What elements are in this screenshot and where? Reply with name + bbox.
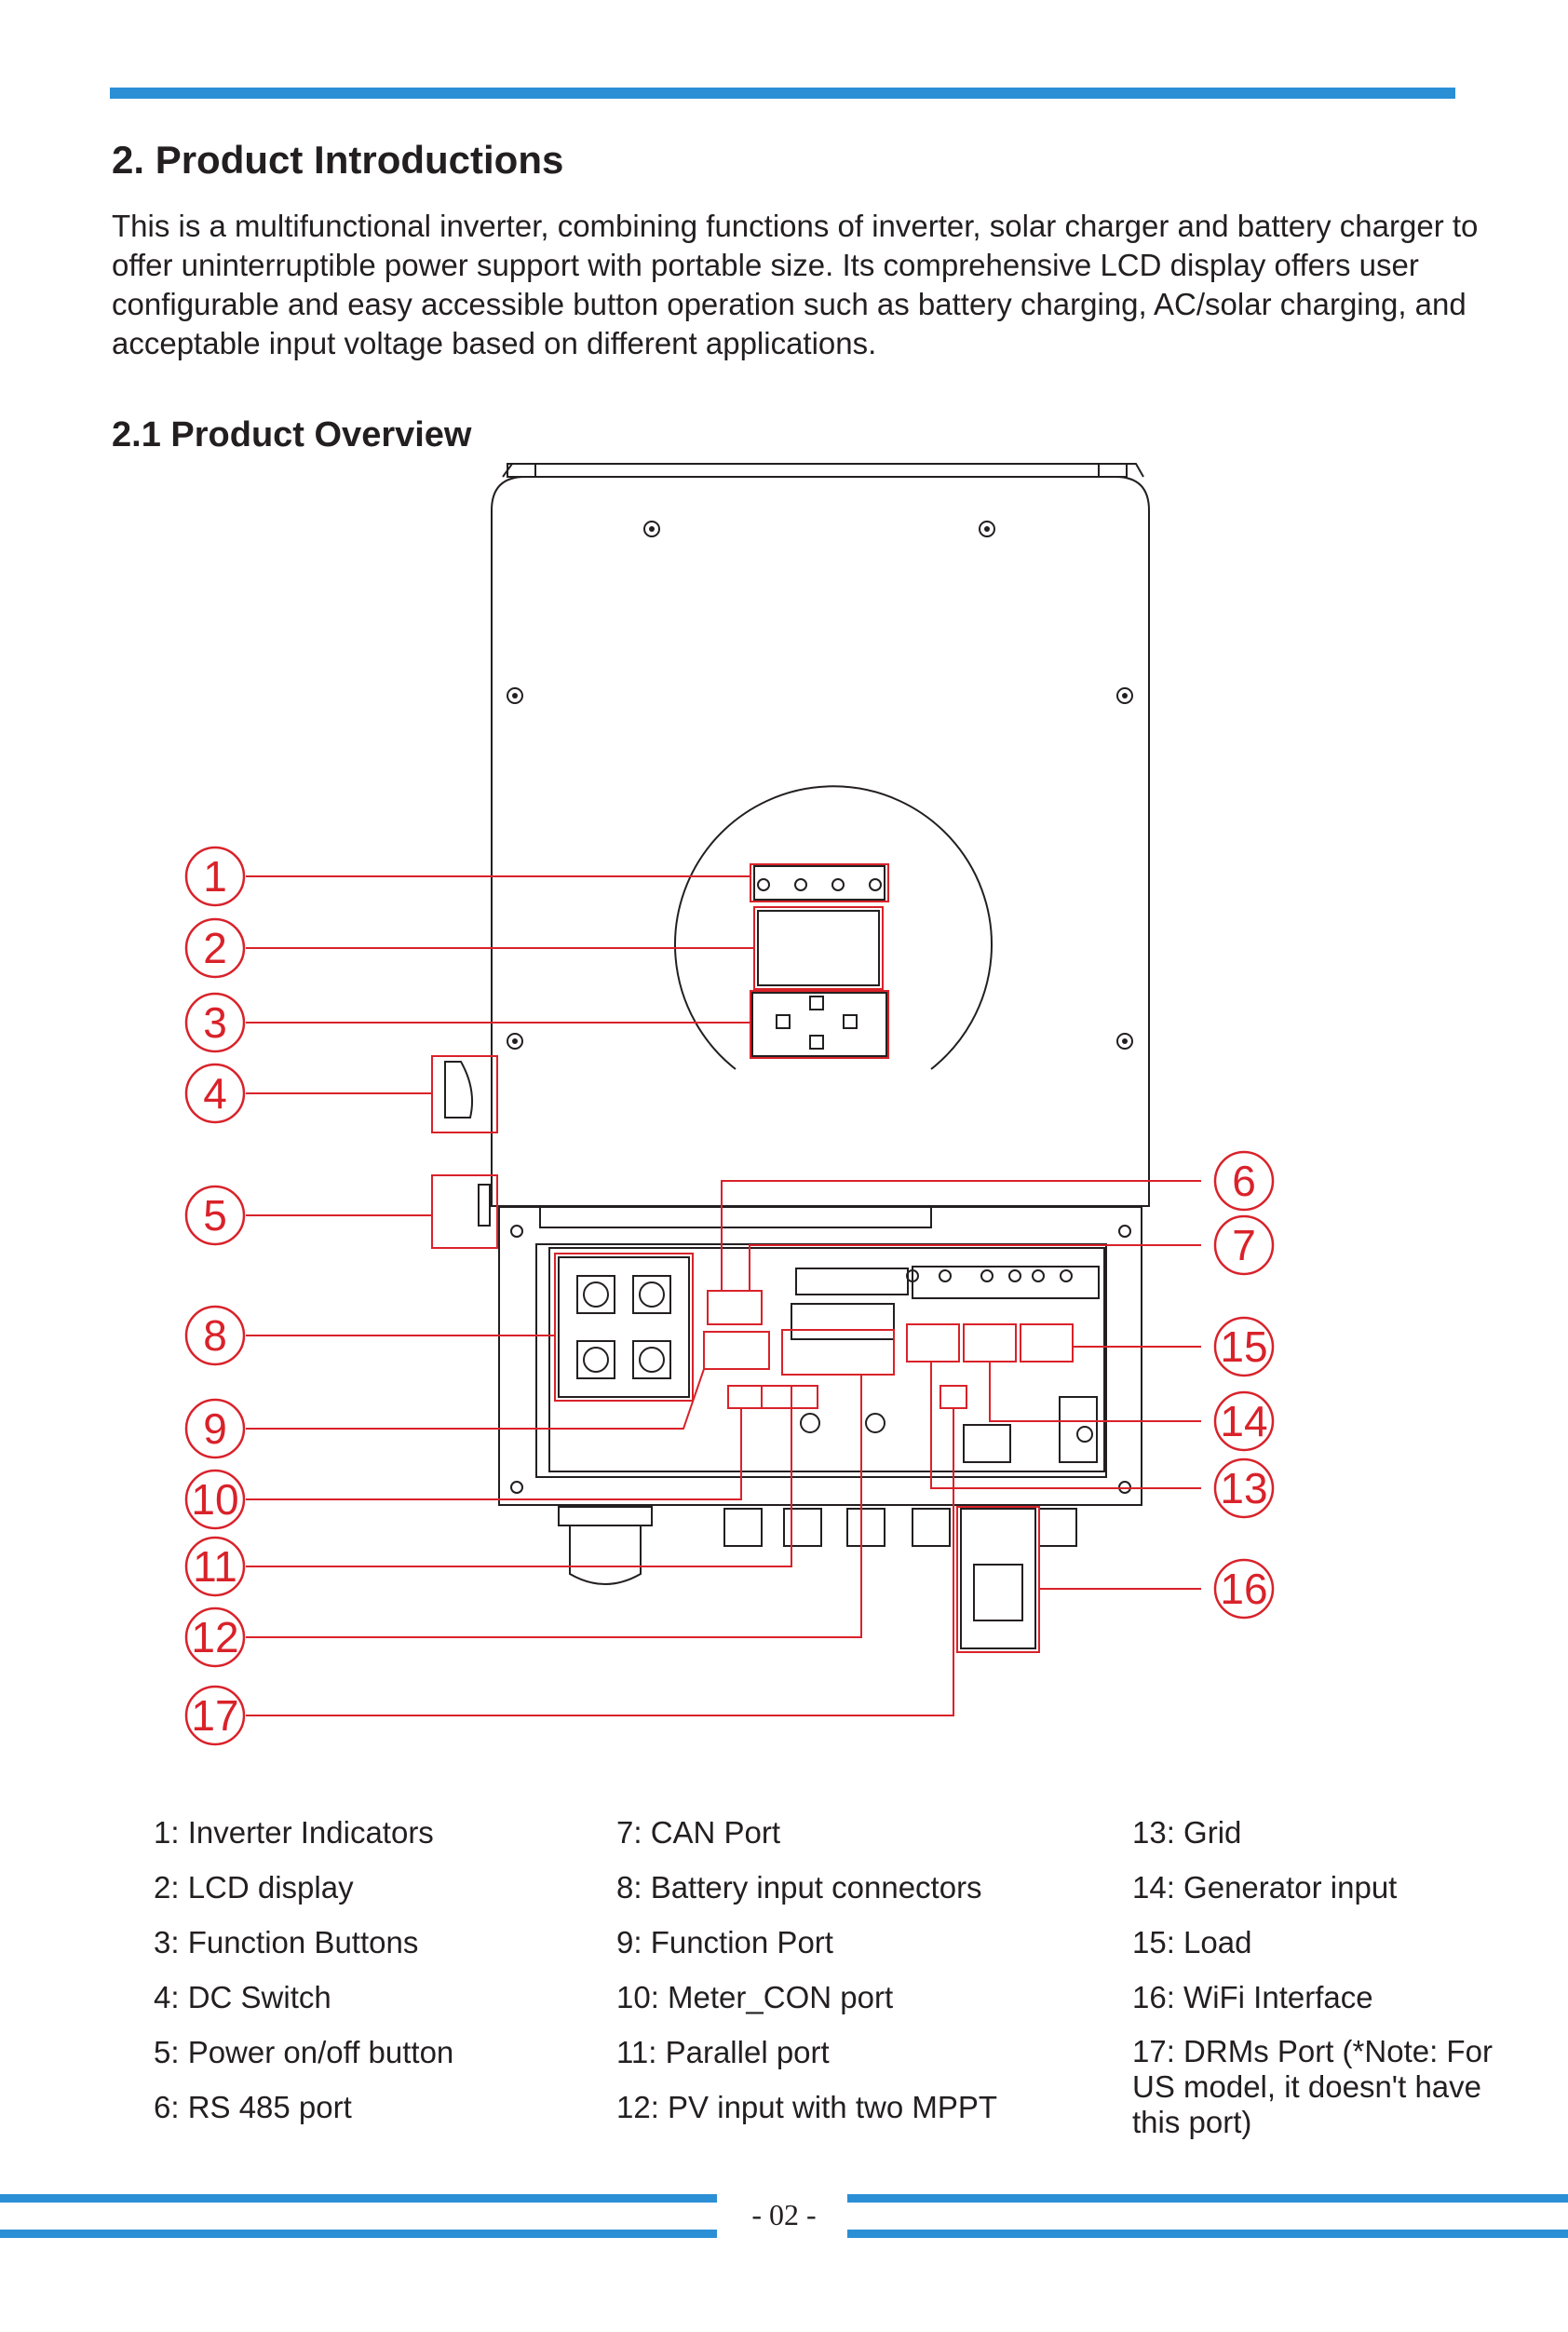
callout-17: 17 bbox=[191, 1691, 238, 1740]
callout-4: 4 bbox=[203, 1069, 227, 1118]
callout-1: 1 bbox=[203, 852, 227, 901]
callout-14: 14 bbox=[1220, 1397, 1267, 1445]
callout-12: 12 bbox=[191, 1613, 238, 1661]
callout-10: 10 bbox=[191, 1475, 238, 1524]
callout-15: 15 bbox=[1220, 1322, 1267, 1371]
legend-item: 16: WiFi Interface bbox=[1132, 1980, 1373, 2014]
legend-item: 17: DRMs Port (*Note: For US model, it d… bbox=[1132, 2034, 1493, 2139]
legend-item: 12: PV input with two MPPT bbox=[616, 2090, 998, 2124]
legend-item: 5: Power on/off button bbox=[154, 2035, 454, 2069]
legend-item: 8: Battery input connectors bbox=[616, 1870, 982, 1905]
footer-rule-right-top bbox=[847, 2194, 1568, 2203]
subsection-title: 2.1 Product Overview bbox=[112, 415, 472, 454]
page-number: - 02 - bbox=[751, 2198, 817, 2231]
header-rule bbox=[110, 88, 1455, 99]
legend-item: 2: LCD display bbox=[154, 1870, 354, 1905]
callout-2: 2 bbox=[203, 924, 227, 972]
legend-column-2: 7: CAN Port 8: Battery input connectors … bbox=[616, 1814, 997, 2144]
legend-item: 13: Grid bbox=[1132, 1815, 1242, 1850]
footer-rule-left-top bbox=[0, 2194, 717, 2203]
legend-item: 10: Meter_CON port bbox=[616, 1980, 894, 2014]
footer-rule-right-bottom bbox=[847, 2230, 1568, 2238]
legend-item: 14: Generator input bbox=[1132, 1870, 1398, 1905]
legend-item: 1: Inverter Indicators bbox=[154, 1815, 434, 1850]
legend-item: 15: Load bbox=[1132, 1925, 1252, 1959]
legend-column-3: 13: Grid 14: Generator input 15: Load 16… bbox=[1132, 1814, 1523, 2140]
callout-7: 7 bbox=[1232, 1221, 1256, 1269]
legend-item: 7: CAN Port bbox=[616, 1815, 781, 1850]
intro-paragraph: This is a multifunctional inverter, comb… bbox=[112, 209, 1479, 360]
section-title: 2. Product Introductions bbox=[112, 138, 564, 182]
footer-rule-left-bottom bbox=[0, 2230, 717, 2238]
callout-9: 9 bbox=[203, 1404, 227, 1453]
callout-5: 5 bbox=[203, 1191, 227, 1240]
callout-13: 13 bbox=[1220, 1464, 1267, 1512]
callout-16: 16 bbox=[1220, 1565, 1267, 1613]
callout-8: 8 bbox=[203, 1311, 227, 1360]
legend-item: 11: Parallel port bbox=[616, 2035, 830, 2069]
callout-11: 11 bbox=[193, 1542, 237, 1591]
legend-column-1: 1: Inverter Indicators 2: LCD display 3:… bbox=[154, 1814, 453, 2144]
callout-6: 6 bbox=[1232, 1157, 1256, 1205]
callout-3: 3 bbox=[203, 998, 227, 1047]
legend-item: 9: Function Port bbox=[616, 1925, 833, 1959]
legend-item: 4: DC Switch bbox=[154, 1980, 331, 2014]
inverter-diagram: 1 2 3 4 5 6 7 8 9 10 11 12 13 14 15 16 1… bbox=[184, 463, 1275, 1746]
legend-item: 3: Function Buttons bbox=[154, 1925, 419, 1959]
legend-item: 6: RS 485 port bbox=[154, 2090, 352, 2124]
